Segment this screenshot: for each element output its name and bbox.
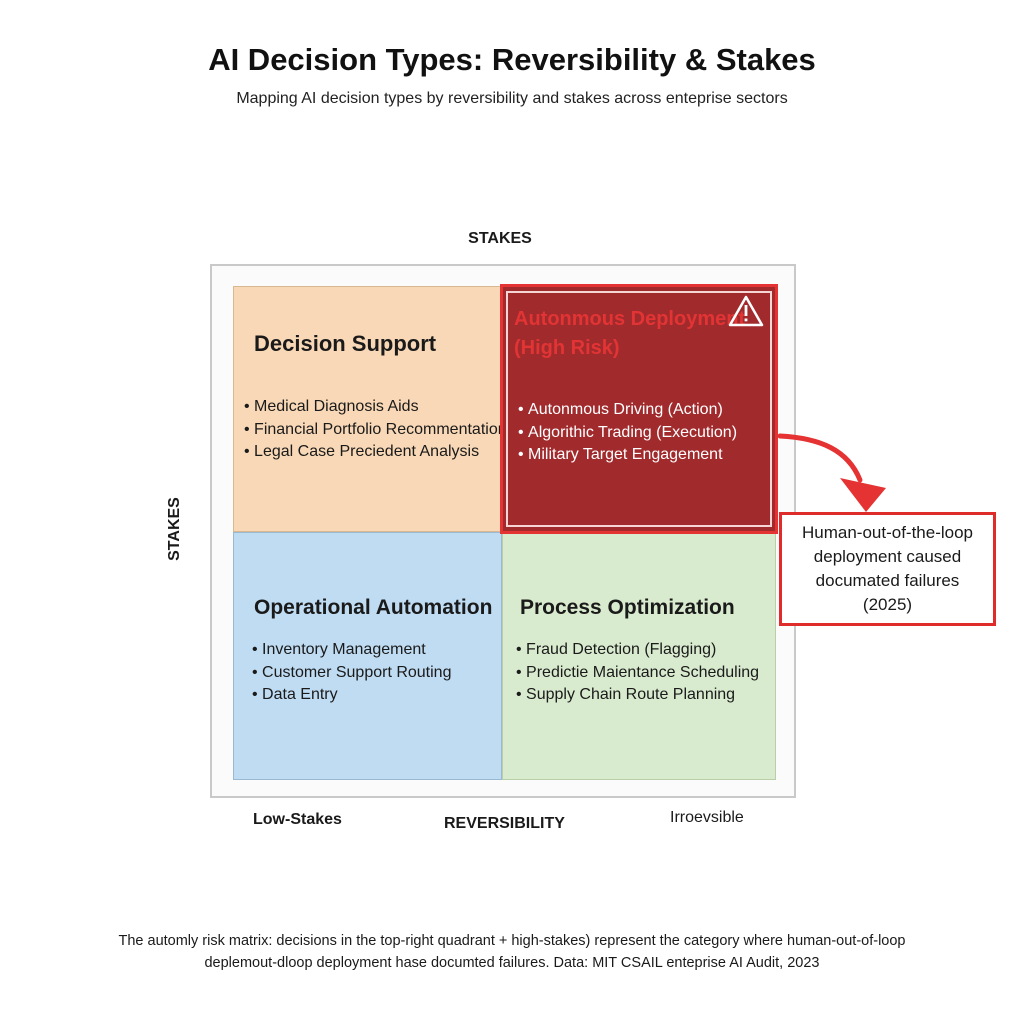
axis-label-top: STAKES xyxy=(468,230,532,247)
list-item: Medical Diagnosis Aids xyxy=(244,396,515,419)
list-process-optimization: Fraud Detection (Flagging) Predictie Mai… xyxy=(516,639,759,707)
diagram-subtitle: Mapping AI decision types by reversibili… xyxy=(236,90,788,107)
quadrant-title-autonomous-deployment: Autonmous Deployment (High Risk) xyxy=(514,308,746,359)
list-item: Algorithic Trading (Execution) xyxy=(518,422,737,445)
list-item: Military Target Engagement xyxy=(518,444,737,467)
list-item: Supply Chain Route Planning xyxy=(516,684,759,707)
caption-line-2: deplemout-dloop deployment hase documted… xyxy=(204,955,820,971)
list-item: Fraud Detection (Flagging) xyxy=(516,639,759,662)
list-operational-automation: Inventory Management Customer Support Ro… xyxy=(252,639,451,707)
quadrant-title-process-optimization: Process Optimization xyxy=(520,596,735,619)
quadrant-title-operational-automation: Operational Automation xyxy=(254,596,493,619)
axis-label-low-stakes: Low-Stakes xyxy=(253,811,342,828)
list-item: Predictie Maientance Scheduling xyxy=(516,662,759,685)
list-item: Customer Support Routing xyxy=(252,662,451,685)
warning-triangle-icon xyxy=(728,295,764,327)
quadrant-title-decision-support: Decision Support xyxy=(254,331,437,356)
diagram-title: AI Decision Types: Reversibility & Stake… xyxy=(208,42,816,77)
list-item: Inventory Management xyxy=(252,639,451,662)
list-item: Autonmous Driving (Action) xyxy=(518,399,737,422)
list-item: Data Entry xyxy=(252,684,451,707)
axis-label-reversibility: REVERSIBILITY xyxy=(444,815,565,832)
axis-label-irreversible: Irroevsible xyxy=(670,809,744,826)
list-item: Financial Portfolio Recommentations xyxy=(244,419,515,442)
axis-label-left: STAKES xyxy=(166,497,183,561)
list-decision-support: Medical Diagnosis Aids Financial Portfol… xyxy=(244,396,515,464)
list-item: Legal Case Preciedent Analysis xyxy=(244,441,515,464)
figure-caption: The automly risk matrix: decisions in th… xyxy=(40,930,984,974)
list-autonomous-deployment: Autonmous Driving (Action) Algorithic Tr… xyxy=(518,399,737,467)
failure-callout: Human-out-of-the-loop deployment caused … xyxy=(779,512,996,626)
caption-line-1: The automly risk matrix: decisions in th… xyxy=(118,933,906,949)
curved-arrow-icon xyxy=(777,433,886,512)
